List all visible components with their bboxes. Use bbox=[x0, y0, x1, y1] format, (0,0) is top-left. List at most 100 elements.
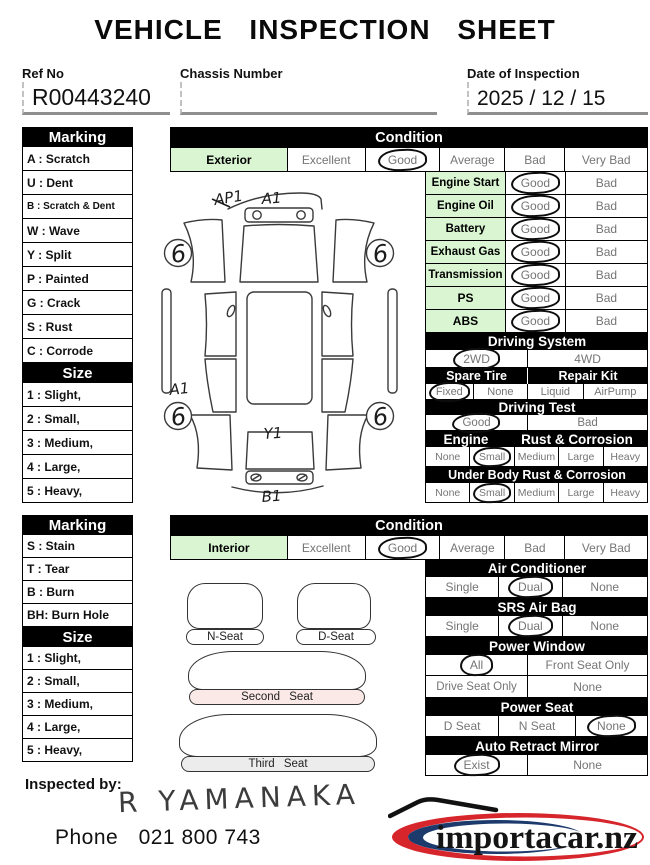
rear-right-wheel bbox=[365, 401, 395, 431]
option-cell: Single bbox=[426, 616, 500, 637]
d-seat-shape bbox=[297, 583, 371, 629]
roof-outline bbox=[246, 291, 313, 405]
option-cell: Good bbox=[505, 195, 566, 218]
tire-depth-mark: 6 bbox=[169, 402, 188, 432]
legend-item: G : Crack bbox=[22, 291, 133, 315]
power-seat-header: Power Seat bbox=[426, 698, 648, 716]
option-cell: Bad bbox=[565, 195, 648, 218]
n-seat-label: N-Seat bbox=[186, 629, 264, 645]
legend-item: C : Corrode bbox=[22, 339, 133, 363]
option-cell: Bad bbox=[565, 287, 648, 310]
option-cell: Large bbox=[559, 483, 604, 503]
selected-option: Good bbox=[514, 176, 557, 190]
inspection-date-value: 2025 / 12 / 15 bbox=[477, 87, 606, 110]
car-damage-diagram: 6 6 6 6 AP1 A1 A1 Y1 B1 bbox=[161, 187, 398, 506]
option-cell: Bad bbox=[565, 241, 648, 264]
left-quarter-outline bbox=[189, 414, 233, 471]
engine-rust-header: Engine Rust & Corrosion bbox=[426, 431, 648, 447]
interior-row-label: Interior bbox=[171, 536, 288, 560]
exterior-row-label: Exterior bbox=[171, 148, 288, 172]
page-title: VEHICLE INSPECTION SHEET bbox=[94, 14, 556, 45]
damage-annotations: AP1 A1 A1 Y1 B1 bbox=[168, 187, 283, 506]
selected-option: Dual bbox=[511, 619, 550, 633]
option-cell: Bad bbox=[565, 172, 648, 195]
left-front-door-outline bbox=[204, 291, 237, 357]
option-cell: Excellent bbox=[287, 536, 366, 560]
rear-left-wheel bbox=[163, 401, 193, 431]
option-cell: Good bbox=[505, 310, 566, 333]
condition-header: Condition bbox=[170, 515, 648, 536]
selected-option: Good bbox=[514, 291, 557, 305]
legend-item: 5 : Heavy, bbox=[22, 479, 133, 503]
under-body-rust-header: Under Body Rust & Corrosion bbox=[426, 467, 648, 483]
option-cell: Good bbox=[365, 148, 441, 172]
option-cell: 4WD bbox=[528, 350, 648, 368]
check-label: Exhaust Gas bbox=[426, 241, 506, 264]
chassis-number-label: Chassis Number bbox=[180, 66, 283, 81]
option-cell: Very Bad bbox=[565, 148, 648, 172]
spare-tire-header: Spare Tire bbox=[426, 368, 529, 384]
marking-header: Marking bbox=[22, 127, 133, 147]
option-cell: D Seat bbox=[426, 716, 500, 737]
option-cell: Exist bbox=[426, 755, 529, 776]
rear-window-outline bbox=[245, 431, 315, 470]
phone-label: Phone bbox=[55, 826, 119, 849]
marking-header: Marking bbox=[22, 515, 133, 535]
damage-mark: Y1 bbox=[263, 424, 283, 443]
option-cell: Bad bbox=[528, 415, 648, 431]
legend-item: 4 : Large, bbox=[22, 455, 133, 479]
inspection-date-field: 2025 / 12 / 15 bbox=[467, 82, 648, 115]
left-mirror-outline bbox=[226, 304, 236, 318]
damage-mark: A1 bbox=[168, 379, 191, 399]
srs-air-bag-header: SRS Air Bag bbox=[426, 598, 648, 616]
legend-item: 1 : Slight, bbox=[22, 383, 133, 407]
selected-option: Good bbox=[381, 153, 424, 167]
selected-option: Small bbox=[476, 451, 508, 463]
second-seat-label: Second Seat bbox=[189, 689, 365, 705]
option-cell: Good bbox=[505, 241, 566, 264]
exterior-condition-table: Condition Exterior Excellent Good Averag… bbox=[170, 127, 648, 172]
left-rear-door-outline bbox=[204, 358, 237, 413]
option-cell: Bad bbox=[565, 310, 648, 333]
legend-item: A : Scratch bbox=[22, 147, 133, 171]
option-cell: AirPump bbox=[583, 384, 648, 400]
check-label: Engine Start bbox=[426, 172, 506, 195]
option-cell: Heavy bbox=[603, 483, 648, 503]
option-cell: Good bbox=[505, 264, 566, 287]
selected-option: Dual bbox=[511, 580, 550, 594]
legend-item: U : Dent bbox=[22, 171, 133, 195]
auto-retract-mirror-header: Auto Retract Mirror bbox=[426, 737, 648, 755]
right-fender-outline bbox=[332, 218, 375, 283]
third-seat-shape bbox=[179, 714, 377, 757]
legend-item: 5 : Heavy, bbox=[22, 739, 133, 762]
option-cell: Small bbox=[470, 447, 515, 467]
option-cell: Small bbox=[470, 483, 515, 503]
tire-depth-mark: 6 bbox=[371, 402, 390, 432]
selected-option: 2WD bbox=[456, 352, 497, 366]
condition-header: Condition bbox=[170, 127, 648, 148]
option-cell: Fixed bbox=[426, 384, 474, 400]
selected-option: Good bbox=[514, 222, 557, 236]
option-cell: Good bbox=[505, 287, 566, 310]
interior-condition-table: Condition Interior Excellent Good Averag… bbox=[170, 515, 648, 560]
legend-item: P : Painted bbox=[22, 267, 133, 291]
check-label: ABS bbox=[426, 310, 506, 333]
n-seat-shape bbox=[187, 583, 263, 629]
chassis-number-field bbox=[180, 82, 437, 115]
right-mirror-outline bbox=[322, 304, 332, 318]
second-seat-shape bbox=[188, 651, 366, 690]
windshield-outline bbox=[239, 223, 319, 283]
tire-depth-mark: 6 bbox=[169, 239, 188, 269]
check-label: Transmission bbox=[426, 264, 506, 287]
selected-option: Good bbox=[514, 199, 557, 213]
option-cell: None bbox=[426, 483, 471, 503]
front-right-wheel bbox=[365, 238, 395, 268]
legend-item: S : Rust bbox=[22, 315, 133, 339]
mechanical-checks-panel: Engine Start Good Bad Engine Oil Good Ba… bbox=[425, 172, 648, 503]
selected-option: Good bbox=[514, 245, 557, 259]
front-left-wheel bbox=[163, 238, 193, 268]
selected-option: All bbox=[463, 658, 490, 672]
right-rear-door-outline bbox=[321, 358, 354, 413]
option-cell: Dual bbox=[499, 616, 563, 637]
legend-item: B : Scratch & Dent bbox=[22, 195, 133, 219]
